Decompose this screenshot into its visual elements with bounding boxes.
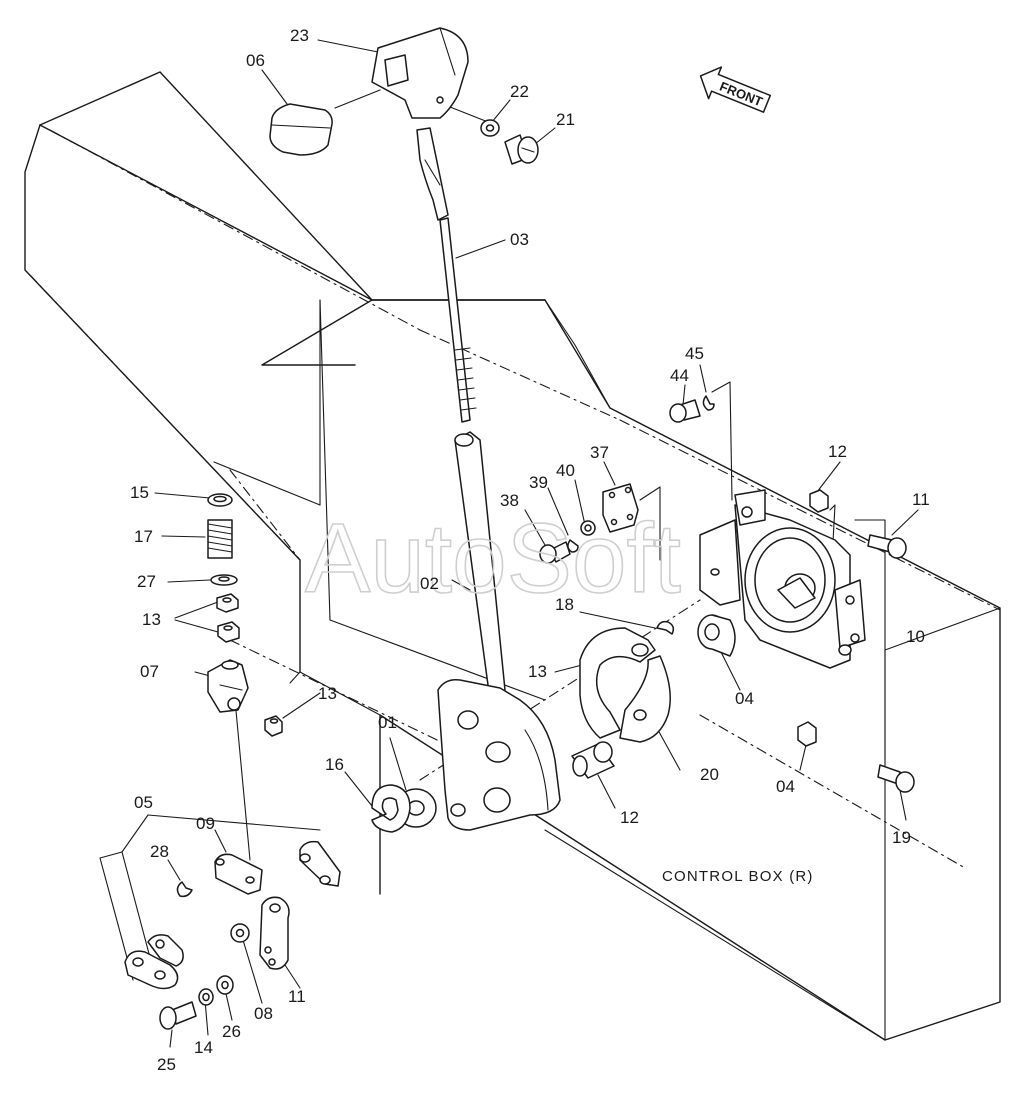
washer-15 — [207, 493, 233, 507]
washer-26 — [230, 923, 250, 943]
eclip-20 — [371, 784, 411, 833]
callout-17: 17 — [134, 527, 153, 546]
callout-19: 28 — [150, 842, 169, 861]
nut-13-upper — [216, 593, 239, 613]
watermark-text: AutoSoft — [305, 503, 681, 613]
pin-05 — [571, 741, 615, 779]
callout-23: 23 — [290, 26, 309, 45]
bolt-24 — [159, 1001, 197, 1030]
callout-25: 14 — [194, 1038, 213, 1057]
washer-25 — [198, 988, 214, 1006]
front-arrow: FRONT — [699, 66, 772, 113]
callout-28: 09 — [196, 814, 215, 833]
callout-05: 12 — [620, 808, 639, 827]
plate-37 — [602, 483, 639, 533]
clevis-07 — [207, 659, 249, 713]
washer-40 — [580, 520, 596, 536]
callout-09: 05 — [134, 793, 153, 812]
eclip-39 — [567, 539, 579, 553]
washer-22 — [480, 119, 500, 137]
callout-20: 16 — [325, 755, 344, 774]
nut-12-lower — [797, 721, 817, 747]
callout-11-lower: 19 — [892, 828, 911, 847]
callout-13-right: 13 — [318, 684, 337, 703]
bolt-11-lower — [877, 764, 915, 793]
callout-06: 06 — [246, 51, 265, 70]
knob-23 — [371, 27, 469, 119]
callout-12-lower: 04 — [776, 777, 795, 796]
lever-02 — [437, 431, 561, 831]
callout-44: 44 — [670, 366, 689, 385]
callout-04-lower: 20 — [700, 765, 719, 784]
callout-02: 02 — [420, 574, 439, 593]
bolt-11-upper — [867, 534, 907, 559]
bracket-01 — [699, 489, 866, 669]
callout-27: 27 — [137, 572, 156, 591]
plate-28 — [214, 853, 263, 895]
callout-22: 22 — [510, 82, 529, 101]
callout-10: 04 — [735, 689, 754, 708]
callout-03: 03 — [510, 230, 529, 249]
callout-24: 25 — [157, 1055, 176, 1074]
washer-14 — [216, 975, 234, 995]
cap-06 — [269, 103, 333, 156]
callout-45: 45 — [685, 344, 704, 363]
bolt-44 — [669, 399, 701, 423]
eclip-45 — [702, 395, 715, 411]
cam-plate-04-front — [579, 627, 656, 739]
callout-11-upper: 11 — [912, 490, 930, 509]
callout-01: 10 — [906, 627, 925, 646]
nut-13-middle — [217, 621, 240, 643]
callout-38: 38 — [500, 491, 519, 510]
callout-14: 26 — [222, 1022, 241, 1041]
callout-21: 21 — [556, 110, 575, 129]
callout-08: 11 — [288, 987, 306, 1006]
collar-10 — [697, 614, 736, 657]
callout-07: 07 — [140, 662, 159, 681]
lever-08 — [259, 896, 290, 970]
leader-lines — [99, 39, 919, 1048]
control-box-caption: CONTROL BOX (R) — [662, 868, 814, 885]
callout-16: 01 — [378, 713, 397, 732]
callout-15: 15 — [130, 483, 149, 502]
eclip-18 — [656, 620, 675, 635]
callout-labels: 23 06 22 21 03 44 45 37 40 39 38 12 11 1… — [130, 26, 930, 1074]
link-09-left — [124, 950, 179, 990]
nut-12-upper — [809, 489, 829, 513]
callout-13-left: 13 — [142, 610, 161, 629]
callout-26: 08 — [254, 1004, 273, 1023]
screw-38 — [539, 541, 571, 564]
cam-plate-04-rear — [619, 655, 671, 743]
link-09-right — [147, 934, 184, 967]
callout-40: 40 — [556, 461, 575, 480]
eclip-19 — [176, 881, 193, 898]
callout-37: 37 — [590, 443, 609, 462]
callout-12-upper: 12 — [828, 442, 847, 461]
shaft-03 — [416, 127, 477, 423]
callout-39: 39 — [529, 473, 548, 492]
washer-27 — [210, 574, 238, 586]
callout-04-upper: 13 — [528, 662, 547, 681]
nut-13-lower — [264, 715, 283, 737]
spring-17 — [207, 519, 233, 559]
link-bracket — [299, 840, 341, 887]
callout-18: 18 — [555, 595, 574, 614]
screw-21 — [504, 134, 539, 165]
